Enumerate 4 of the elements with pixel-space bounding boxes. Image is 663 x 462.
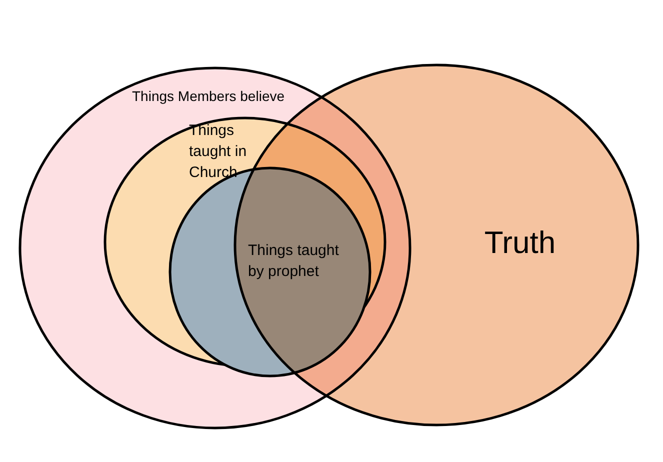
- venn-circle: [235, 65, 638, 425]
- circle-label: Truth: [483, 224, 557, 262]
- circle-label: Things Members believe: [132, 87, 285, 106]
- circle-label: Things taught by prophet: [248, 241, 340, 282]
